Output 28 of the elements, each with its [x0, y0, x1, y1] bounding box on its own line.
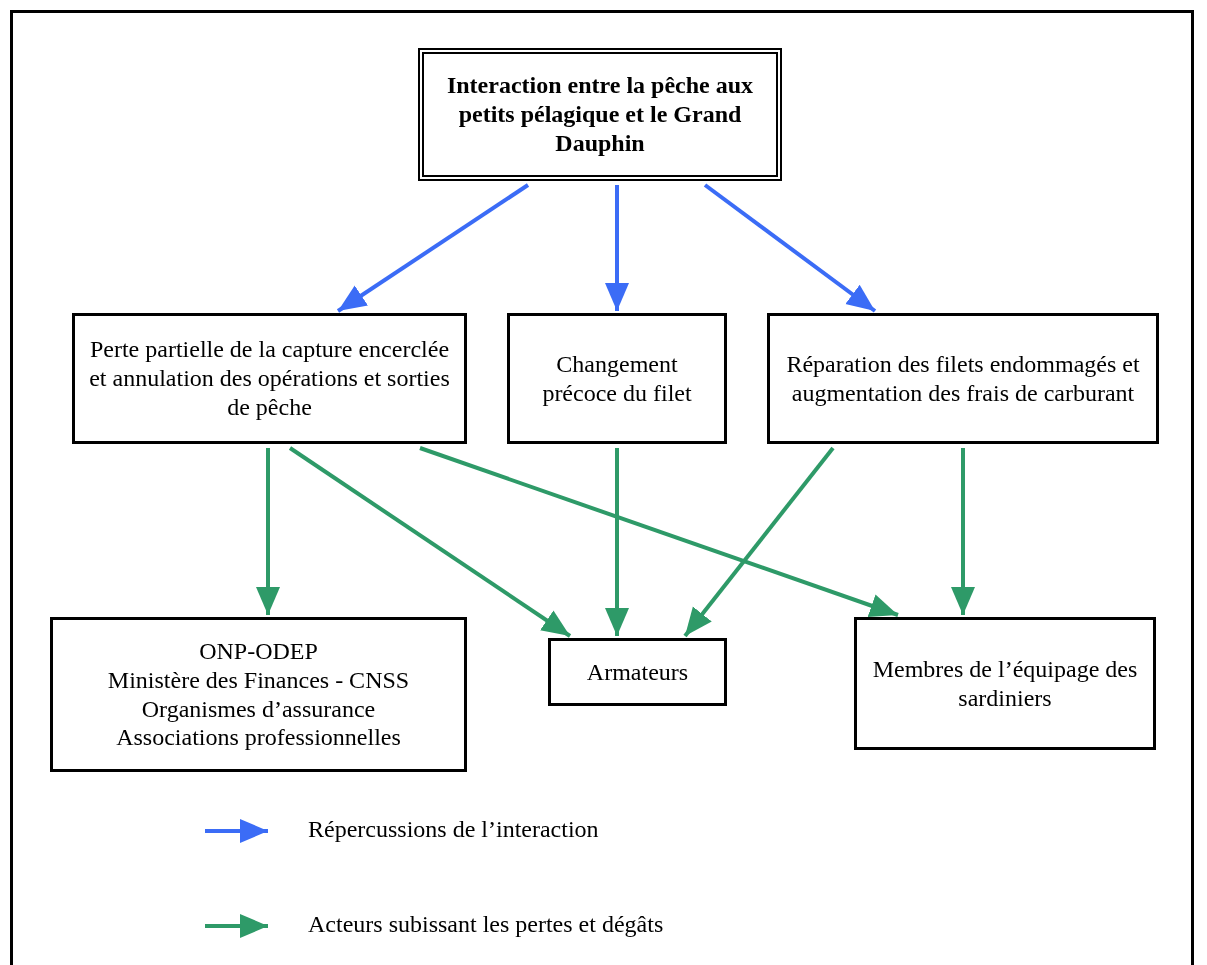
arrow: [703, 183, 877, 313]
box-text: Ministère des Finances - CNSS: [107, 665, 410, 695]
box-text: Organismes d’assurance: [141, 694, 376, 724]
process-box: [507, 313, 727, 444]
box-text: Armateurs: [586, 657, 689, 687]
box-text: Associations professionnelles: [116, 723, 401, 753]
legend-text: Répercussions de l’interaction: [308, 816, 599, 843]
legend-text: Acteurs subissant les pertes et dégâts: [308, 911, 664, 938]
process-box: [548, 638, 727, 706]
process-box: [72, 313, 467, 444]
process-box: [767, 313, 1159, 444]
arrow: [605, 448, 629, 636]
arrow: [336, 183, 530, 313]
arrow: [683, 446, 835, 638]
box-text: ONP-ODEP: [199, 636, 318, 666]
arrow: [419, 446, 899, 618]
box-text: Réparation des filets endommagés et augmentation des frais de carburant: [785, 349, 1141, 408]
process-box: [854, 617, 1156, 750]
arrow: [288, 446, 572, 638]
box-text: Perte partielle de la capture encerclée et annulation des opérations et sorties de pêche: [88, 335, 451, 422]
box-text: Interaction entre la pêche aux petits pélagique et le Grand Dauphin: [445, 71, 755, 158]
box-text: Changement précoce du filet: [541, 349, 693, 408]
box-text: Membres de l’équipage des sardiniers: [871, 654, 1139, 713]
arrow: [951, 448, 975, 615]
process-box: [50, 617, 467, 772]
arrow: [256, 448, 280, 615]
arrow: [605, 185, 629, 311]
title-box: [418, 48, 782, 181]
